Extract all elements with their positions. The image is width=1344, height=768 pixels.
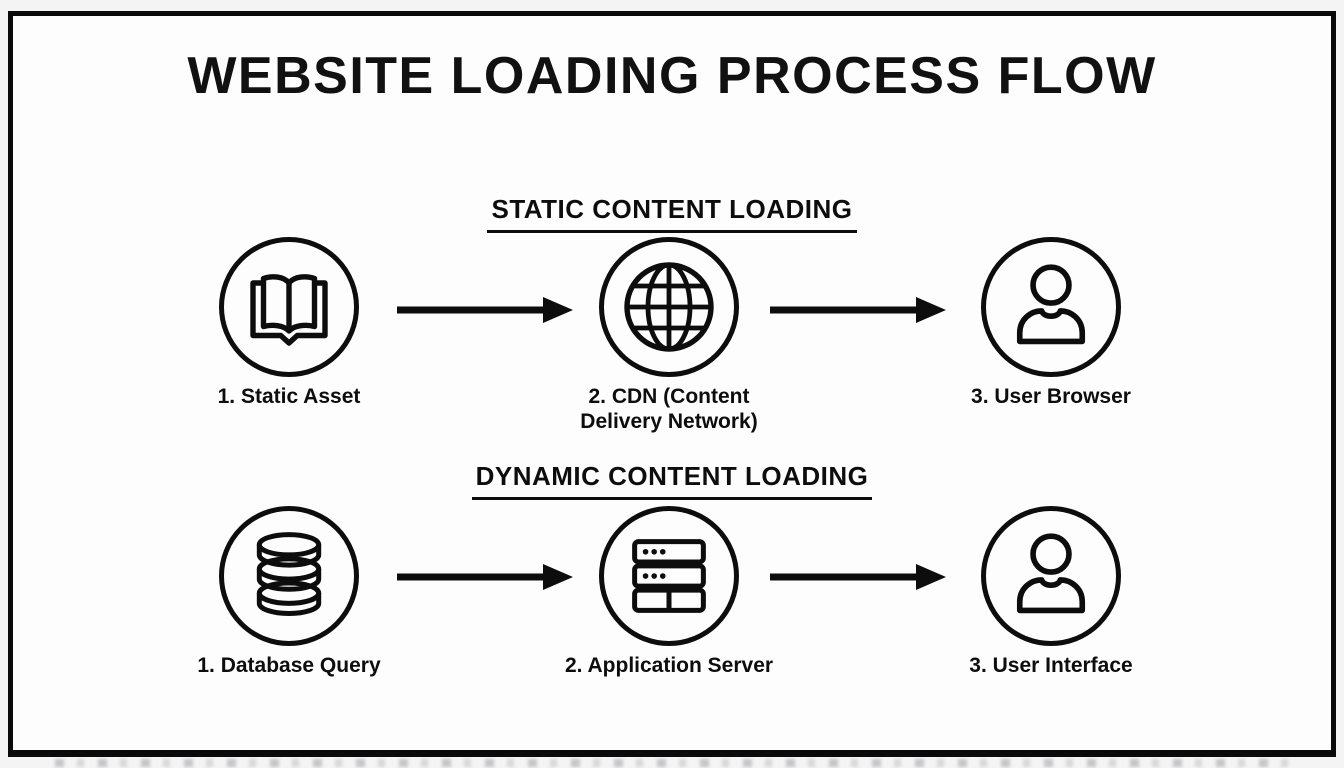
node-database-query: 1. Database Query: [139, 506, 439, 678]
arrow-right-icon: [770, 564, 946, 590]
node-circle: [981, 237, 1121, 377]
node-circle: [599, 506, 739, 646]
node-user-interface: 3. User Interface: [901, 506, 1201, 678]
node-circle: [981, 506, 1121, 646]
node-label-cdn: 2. CDN (Content Delivery Network): [580, 385, 758, 433]
person-icon: [1016, 533, 1086, 614]
node-label-user-interface: 3. User Interface: [969, 654, 1133, 677]
book-icon: [250, 274, 328, 346]
section-static: STATIC CONTENT LOADING: [0, 194, 1344, 233]
person-icon: [1016, 264, 1086, 345]
node-application-server: 2. Application Server: [519, 506, 819, 678]
diagram-title: WEBSITE LOADING PROCESS FLOW: [187, 47, 1157, 105]
server-icon: [632, 539, 706, 613]
arrow-right-icon: [397, 564, 573, 590]
section-header-static: STATIC CONTENT LOADING: [487, 194, 857, 233]
node-cdn: 2. CDN (Content Delivery Network): [519, 237, 819, 434]
section-dynamic: DYNAMIC CONTENT LOADING: [0, 461, 1344, 500]
node-label-static-asset: 1. Static Asset: [217, 385, 361, 408]
node-label-application-server: 2. Application Server: [564, 654, 774, 677]
node-label-database-query: 1. Database Query: [197, 654, 381, 677]
arrow-right-icon: [770, 297, 946, 323]
section-header-dynamic: DYNAMIC CONTENT LOADING: [471, 461, 873, 500]
node-static-asset: 1. Static Asset: [139, 237, 439, 409]
cropped-text-artifact: [55, 759, 1295, 767]
arrow-right-icon: [397, 297, 573, 323]
node-user-browser: 3. User Browser: [901, 237, 1201, 409]
database-icon: [256, 532, 322, 617]
node-circle: [219, 237, 359, 377]
node-circle: [599, 237, 739, 377]
node-label-user-browser: 3. User Browser: [971, 385, 1131, 408]
globe-icon: [624, 262, 714, 352]
node-circle: [219, 506, 359, 646]
